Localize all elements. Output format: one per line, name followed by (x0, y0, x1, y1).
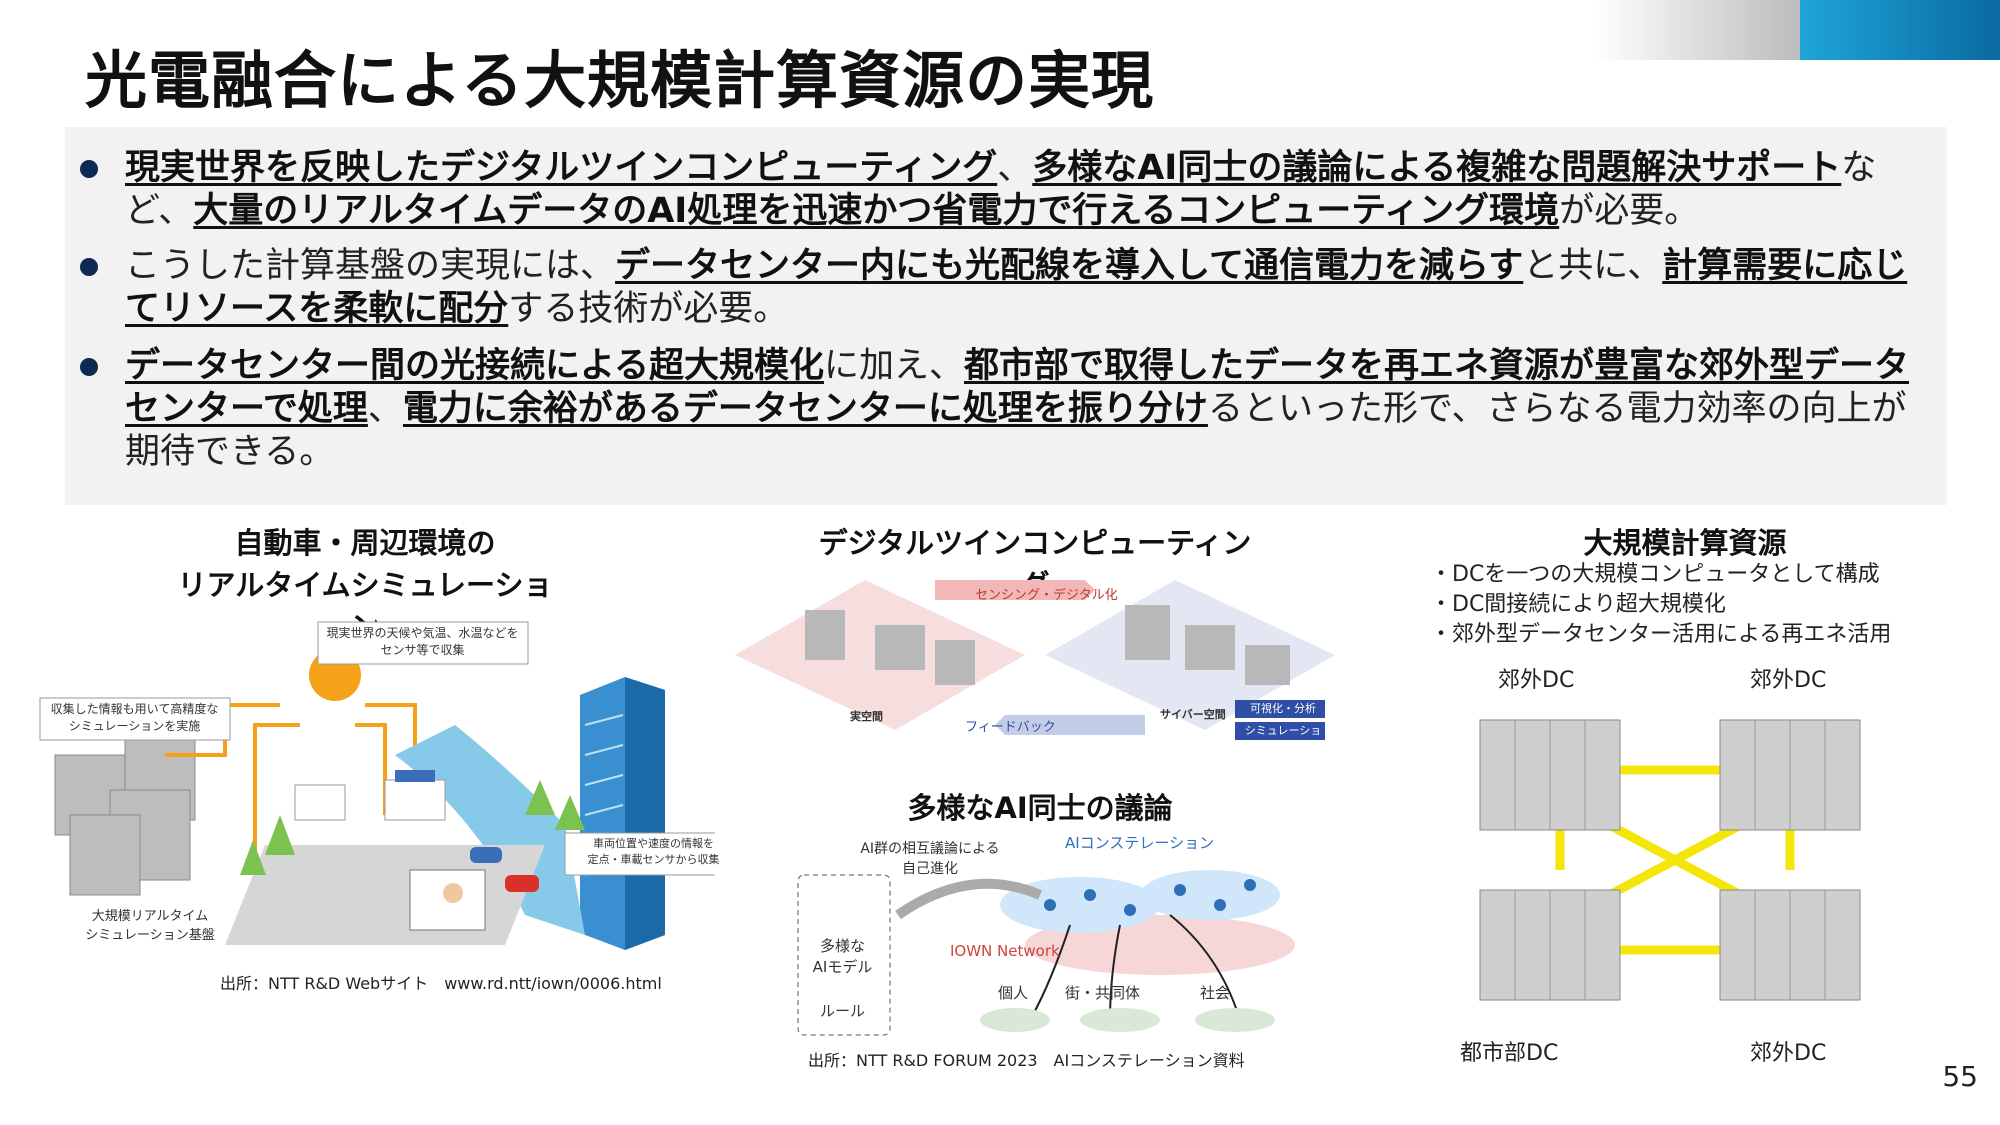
server-cluster-icon (54, 739, 196, 896)
emphasis-text: 現実世界を反映したデジタルツインコンピューティング (125, 148, 998, 188)
middle-source: 出所：NTT R&D FORUM 2023 AIコンステレーション資料 (808, 1051, 1245, 1070)
bullet-dot-icon (80, 358, 98, 376)
plain-text: こうした計算基盤の実現には、 (125, 246, 616, 286)
bullet-dot-icon (80, 160, 98, 178)
page-title: 光電融合による大規模計算資源の実現 (85, 44, 1155, 117)
emphasis-text: 都市部で取得したデータを再エネ資源が豊富な郊外型データセンターで処理 (125, 346, 1909, 429)
compute-notes: ・DCを一つの大規模コンピュータとして構成・DC間接続により超大規模化・郊外型デ… (1430, 562, 1892, 647)
emphasis-text: 多様なAI同士の議論による複雑な問題解決サポート (1032, 148, 1842, 188)
left-section-title: 自動車・周辺環境のリアルタイムシミュレーション (177, 526, 553, 644)
bullet-text: データセンター間の光接続による超大規模化に加え、都市部で取得したデータを再エネ資… (125, 345, 1940, 474)
society-label: 社会 (1200, 984, 1231, 1002)
bullet-panel: 現実世界を反映したデジタルツインコンピューティング、多様なAI同士の議論による複… (65, 127, 1947, 505)
plain-text: 、 (997, 148, 1033, 188)
page-number: 55 (1942, 1060, 1978, 1093)
cyber-space-label: サイバー空間 (1160, 708, 1226, 721)
constellation-label: AIコンステレーション (1065, 834, 1215, 852)
bullet-item: 現実世界を反映したデジタルツインコンピューティング、多様なAI同士の議論による複… (80, 147, 1940, 233)
bullet-dot-icon (80, 258, 98, 276)
collect-note: 現実世界の天候や気温、水温などを センサ等で収集 (326, 626, 519, 657)
visualize-label: 可視化・分析 (1250, 702, 1316, 715)
dc-top-right-label: 郊外DC (1750, 668, 1827, 693)
bullet-text: 現実世界を反映したデジタルツインコンピューティング、多様なAI同士の議論による複… (125, 147, 1940, 233)
dc-network-diagram (1479, 719, 1861, 1001)
car-icon (505, 875, 539, 892)
bullet-item: こうした計算基盤の実現には、データセンター内にも光配線を導入して通信電力を減らす… (80, 245, 1940, 331)
evolution-label: AI群の相互議論による 自己進化 (860, 841, 1000, 877)
plain-text: るといった形で、さらなる電力効率の向上が期待できる。 (125, 389, 1907, 472)
ai-models-label: 多様な AIモデル (812, 937, 873, 976)
tree-icon (240, 780, 585, 875)
emphasis-text: 電力に余裕があるデータセンターに処理を振り分け (402, 389, 1208, 429)
emphasis-text: 大量のリアルタイムデータのAI処理を迅速かつ省電力で行えるコンピューティング環境 (193, 191, 1560, 231)
vehicle-note: 車両位置や速度の情報を 定点・車載センサから収集 (587, 837, 720, 866)
dc-top-left-label: 郊外DC (1498, 668, 1575, 693)
plain-text: する技術が必要。 (508, 289, 789, 329)
plain-text: と共に、 (1523, 246, 1663, 286)
bullet-text: こうした計算基盤の実現には、データセンター内にも光配線を導入して通信電力を減らす… (125, 245, 1940, 331)
digital-twin-illustration (735, 580, 1335, 740)
plain-text: など、 (125, 148, 1877, 231)
ai-debate-title: 多様なAI同士の議論 (907, 791, 1173, 825)
plain-text: に加え、 (823, 346, 964, 386)
emphasis-text: 計算需要に応じてリソースを柔軟に配分 (125, 246, 1908, 329)
dc-bottom-left-label: 都市部DC (1460, 1041, 1559, 1066)
real-space-label: 実空間 (850, 710, 883, 723)
community-label: 街・共同体 (1065, 984, 1141, 1002)
corner-decoration (1595, 0, 2000, 60)
compute-resources-title: 大規模計算資源 (1583, 526, 1787, 560)
digital-twin-title: デジタルツインコンピューティング (818, 526, 1252, 602)
plain-text: が必要。 (1559, 191, 1700, 231)
dc-bottom-right-label: 郊外DC (1750, 1041, 1827, 1066)
feedback-label: フィードバック (965, 720, 1056, 735)
platform-label: 大規模リアルタイム シミュレーション基盤 (85, 909, 215, 943)
simulation-label: シミュレーション (1244, 724, 1322, 753)
simulation-note: 収集した情報も用いて高精度な シミュレーションを実施 (50, 702, 219, 733)
sensing-label: センシング・デジタル化 (975, 588, 1118, 603)
simulation-illustration (39, 621, 715, 950)
car-icon (470, 847, 502, 863)
emphasis-text: データセンター内にも光配線を導入して通信電力を減らす (615, 246, 1524, 286)
plain-text: 、 (367, 389, 403, 429)
rules-label: ルール (819, 1002, 865, 1020)
building-icon (580, 677, 665, 950)
left-source: 出所：NTT R&D Webサイト www.rd.ntt/iown/0006.h… (220, 974, 662, 993)
emphasis-text: データセンター間の光接続による超大規模化 (125, 346, 824, 386)
iown-network-label: IOWN Network (950, 942, 1060, 960)
ai-constellation-illustration (797, 870, 1295, 1036)
bullet-item: データセンター間の光接続による超大規模化に加え、都市部で取得したデータを再エネ資… (80, 345, 1940, 474)
individual-label: 個人 (998, 984, 1029, 1002)
